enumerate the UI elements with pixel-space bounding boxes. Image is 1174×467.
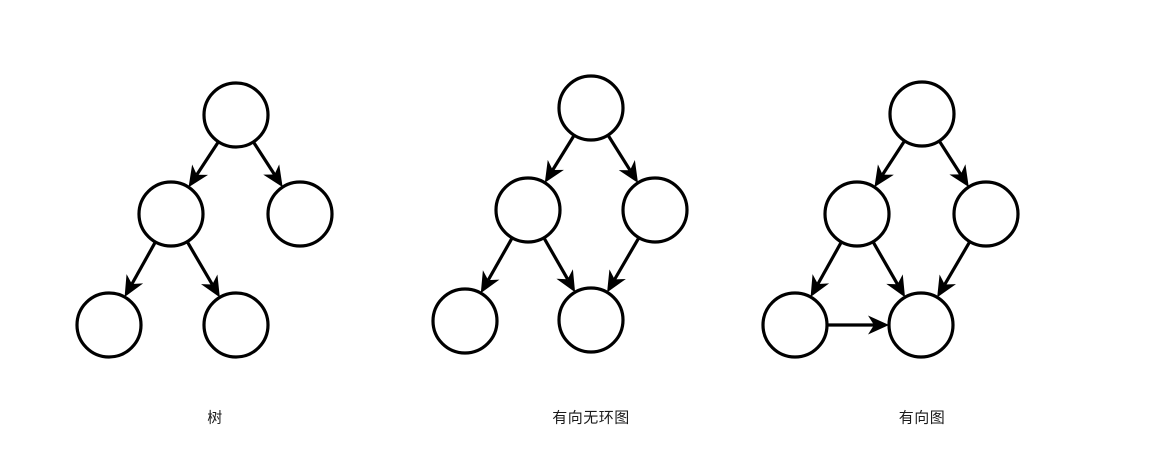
digraph-edge-bottom-left-to-bottom-mid-arrowhead-icon	[868, 315, 889, 335]
digraph-edge-root-to-mid-left-line	[881, 139, 906, 176]
digraph-edge-mid-right-to-bottom-mid-arrowhead-icon	[937, 274, 956, 298]
tree-edge-mid-left-to-bottom-mid	[185, 240, 220, 298]
dag-node-mid-right[interactable]	[621, 176, 689, 244]
digraph-edge-mid-left-to-bottom-mid-line	[871, 240, 899, 286]
dag-edge-root-to-mid-right-line	[606, 134, 632, 172]
dag-edge-root-to-mid-right	[606, 134, 638, 183]
dag-edge-mid-left-to-bottom-mid-line	[542, 236, 570, 281]
dag-edge-mid-left-to-bottom-left-arrowhead-icon	[480, 270, 500, 294]
tree-node-bottom-mid[interactable]	[202, 291, 270, 359]
dag-edge-mid-left-to-bottom-mid-arrowhead-icon	[556, 269, 576, 293]
caption-tree: 树	[207, 408, 223, 427]
digraph-edge-root-to-mid-right-arrowhead-icon	[949, 164, 969, 188]
dag-edge-mid-left-to-bottom-left	[480, 237, 514, 294]
digraph-node-root[interactable]	[888, 80, 956, 148]
dag-node-bottom-mid[interactable]	[557, 286, 625, 354]
digraph-edge-root-to-mid-right	[937, 140, 969, 188]
digraph-edge-mid-left-to-bottom-left-line	[816, 241, 843, 285]
digraph-edge-mid-left-to-bottom-mid	[871, 240, 906, 298]
digraph-edge-mid-left-to-bottom-mid-arrowhead-icon	[886, 274, 906, 298]
dag-edge-root-to-mid-right-arrowhead-icon	[618, 160, 638, 183]
digraph-node-mid-right[interactable]	[952, 180, 1020, 248]
tree-node-bottom-left[interactable]	[75, 291, 143, 359]
digraph-edge-mid-right-to-bottom-mid-line	[943, 240, 972, 286]
digraph-edge-mid-left-to-bottom-left-arrowhead-icon	[810, 274, 830, 298]
tree-edge-mid-left-to-bottom-left-line	[130, 241, 157, 285]
digraph-node-bottom-left[interactable]	[761, 291, 829, 359]
tree-node-mid-left[interactable]	[137, 180, 205, 248]
tree-edge-root-to-mid-right	[252, 141, 283, 188]
caption-digraph: 有向图	[898, 408, 946, 427]
dag-edge-mid-right-to-bottom-mid	[607, 236, 641, 293]
digraph-node-bottom-mid[interactable]	[887, 291, 955, 359]
digraph-edge-bottom-left-to-bottom-mid	[827, 315, 889, 335]
dag-node-root[interactable]	[557, 74, 625, 142]
tree-node-root[interactable]	[202, 81, 270, 149]
edges-layer	[124, 134, 972, 335]
digraph-edge-mid-right-to-bottom-mid	[937, 240, 972, 298]
digraph-edge-root-to-mid-right-line	[937, 140, 963, 176]
digraph-edge-mid-left-to-bottom-left	[810, 241, 843, 298]
tree-edge-mid-left-to-bottom-mid-line	[185, 240, 214, 286]
dag-edge-root-to-mid-left	[544, 134, 576, 183]
dag-node-mid-left[interactable]	[494, 176, 562, 244]
tree-edge-root-to-mid-left	[188, 140, 220, 188]
tree-edge-root-to-mid-left-arrowhead-icon	[188, 164, 209, 188]
dag-edge-mid-left-to-bottom-mid	[542, 236, 576, 293]
tree-node-mid-right[interactable]	[266, 180, 334, 248]
digraph-edge-root-to-mid-left	[874, 139, 906, 188]
digraph-edge-root-to-mid-left-arrowhead-icon	[874, 164, 894, 188]
tree-edge-root-to-mid-right-arrowhead-icon	[263, 164, 283, 188]
tree-edge-mid-left-to-bottom-left-arrowhead-icon	[124, 274, 144, 298]
tree-edge-root-to-mid-left-line	[195, 140, 220, 176]
tree-edge-mid-left-to-bottom-left	[124, 241, 157, 298]
tree-edge-mid-left-to-bottom-mid-arrowhead-icon	[201, 274, 220, 298]
caption-dag: 有向无环图	[552, 408, 630, 427]
digraph-node-mid-left[interactable]	[823, 180, 891, 248]
nodes-layer	[75, 74, 1020, 359]
dag-edge-root-to-mid-left-arrowhead-icon	[544, 159, 564, 183]
dag-edge-mid-right-to-bottom-mid-line	[613, 236, 641, 281]
tree-edge-root-to-mid-right-line	[252, 141, 276, 176]
dag-edge-mid-right-to-bottom-mid-arrowhead-icon	[607, 269, 626, 293]
dag-edge-mid-left-to-bottom-left-line	[486, 237, 514, 281]
dag-node-bottom-left[interactable]	[431, 287, 499, 355]
dag-edge-root-to-mid-left-line	[551, 134, 576, 171]
